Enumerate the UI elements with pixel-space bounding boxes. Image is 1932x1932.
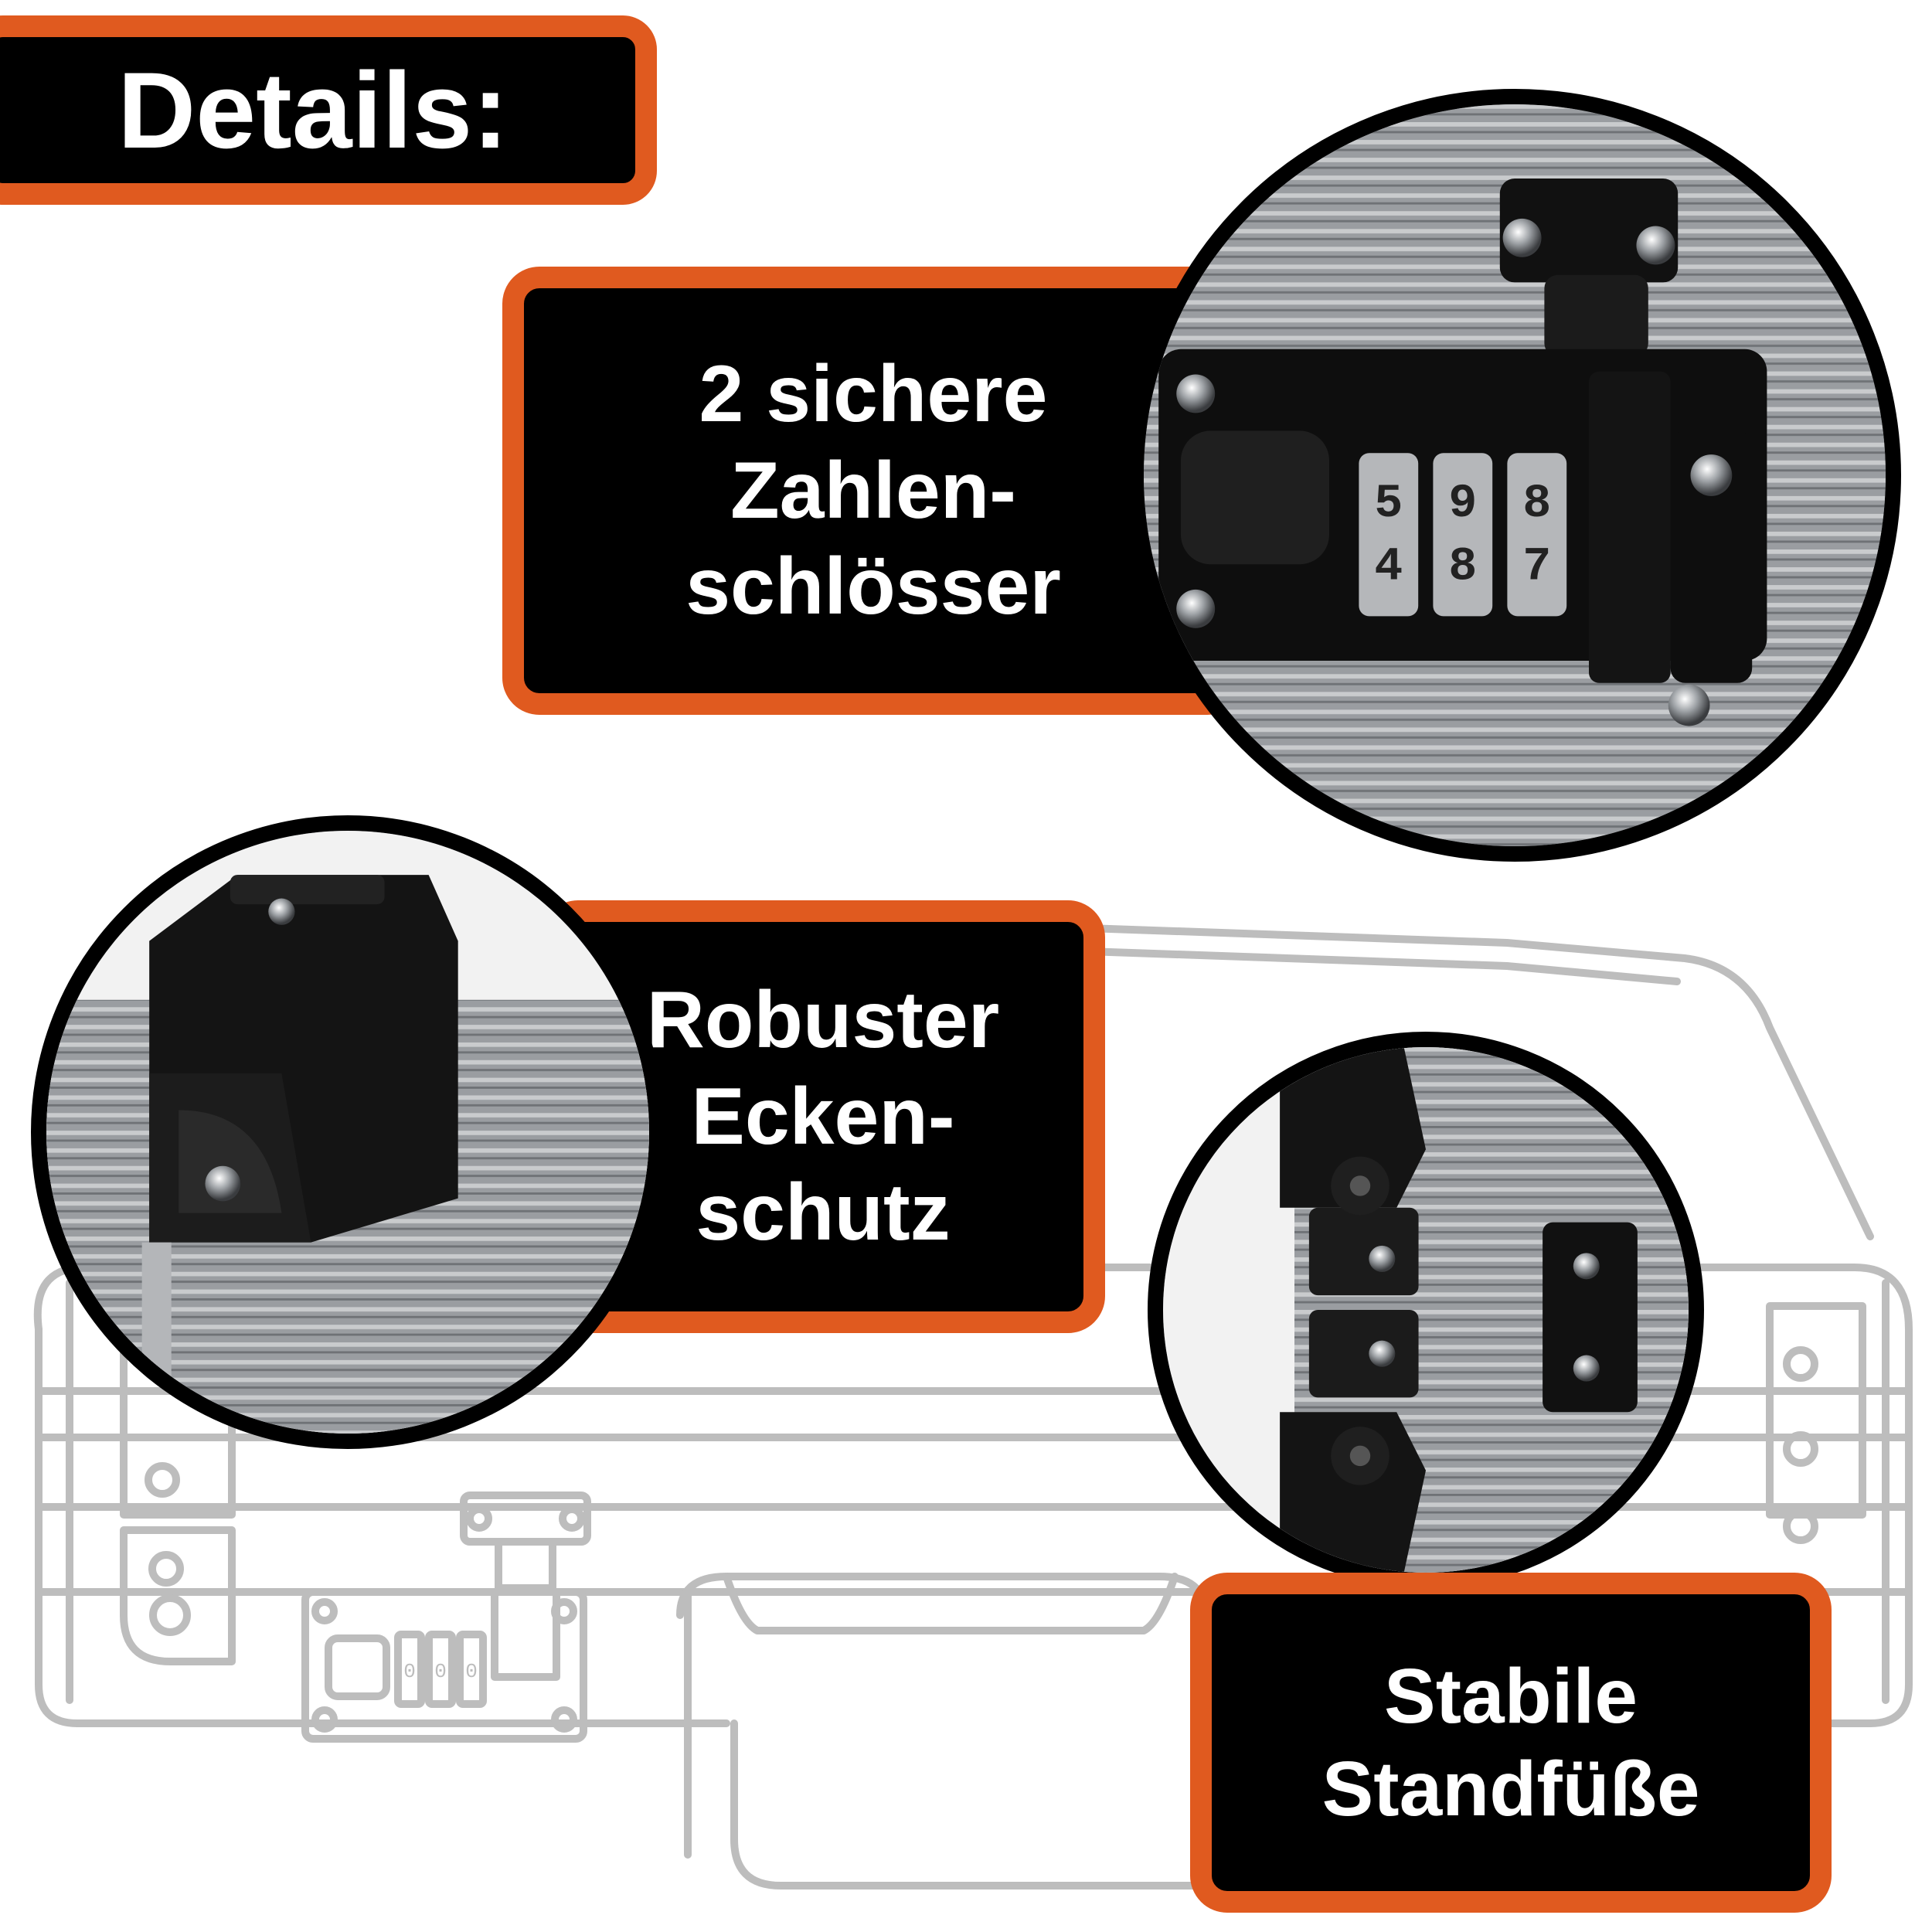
feature-line: Robuster <box>646 975 1000 1065</box>
feature-line: Zahlen- <box>730 445 1016 536</box>
lock-digit: 4 <box>1374 540 1403 594</box>
feature-line: Ecken- <box>691 1071 955 1162</box>
combination-lock-icon: 5 9 8 4 8 7 <box>1144 104 1886 846</box>
feature-line: schutz <box>696 1168 951 1258</box>
corner-detail-photo <box>31 815 665 1449</box>
lock-digit: 8 <box>1522 478 1551 531</box>
corner-protector-icon <box>46 831 649 1434</box>
feature-line: schlösser <box>685 542 1061 632</box>
feature-line: Standfüße <box>1321 1746 1700 1832</box>
lock-detail-photo: 5 9 8 4 8 7 <box>1128 89 1901 862</box>
lock-digit: 7 <box>1522 540 1551 594</box>
outline-digit: 0 <box>434 1660 447 1683</box>
outline-digit: 0 <box>403 1660 416 1683</box>
lock-digit: 8 <box>1448 540 1477 594</box>
page-title: Details: <box>117 49 509 171</box>
lock-digit: 9 <box>1448 478 1477 531</box>
feet-detail-photo <box>1148 1032 1704 1588</box>
feature-label-feet: Stabile Standfüße <box>1190 1573 1832 1913</box>
stand-feet-icon <box>1163 1047 1689 1573</box>
feature-line: 2 sichere <box>699 349 1048 439</box>
outline-digit: 0 <box>465 1660 478 1683</box>
details-heading: Details: <box>0 15 657 205</box>
lock-digit: 5 <box>1374 478 1403 531</box>
feature-label-locks: 2 sichere Zahlen- schlösser <box>502 267 1244 715</box>
feature-line: Stabile <box>1384 1653 1638 1740</box>
